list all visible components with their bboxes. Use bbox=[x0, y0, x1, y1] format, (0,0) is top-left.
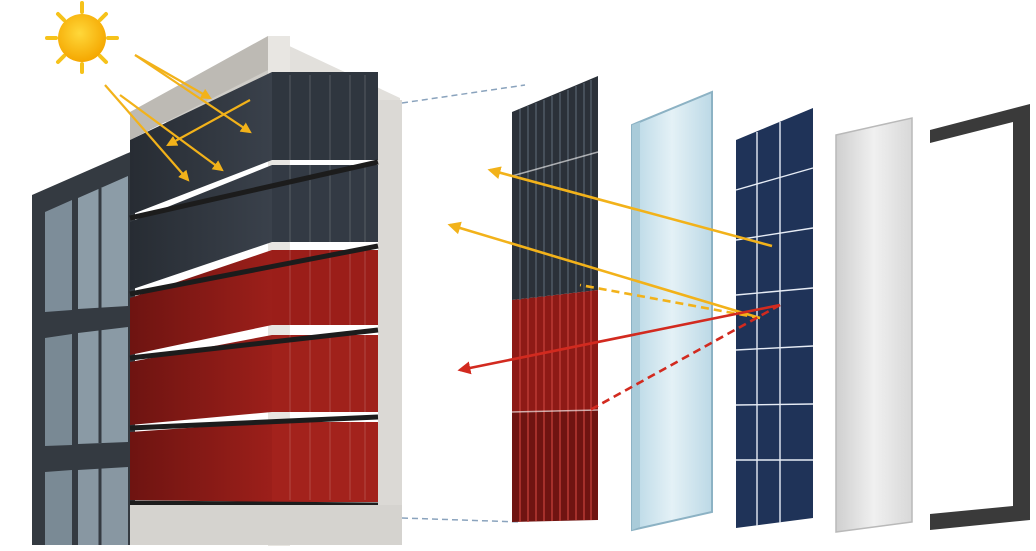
reflection-arrows bbox=[447, 166, 781, 412]
floor-slabs bbox=[129, 159, 379, 508]
building bbox=[32, 36, 402, 546]
sun-icon bbox=[45, 1, 119, 74]
frame-layer bbox=[930, 104, 1030, 530]
solar-cell-layer bbox=[735, 108, 814, 528]
glass-layer bbox=[631, 90, 713, 532]
facade-panel-grid bbox=[289, 75, 366, 500]
concrete-column bbox=[378, 100, 402, 545]
facade-red-panels bbox=[130, 250, 378, 502]
colored-louver-layer bbox=[511, 76, 599, 522]
callout-leader-lines bbox=[401, 84, 526, 523]
window-grid bbox=[45, 176, 128, 545]
backsheet-layer bbox=[835, 117, 913, 533]
sun-rays bbox=[104, 54, 252, 182]
